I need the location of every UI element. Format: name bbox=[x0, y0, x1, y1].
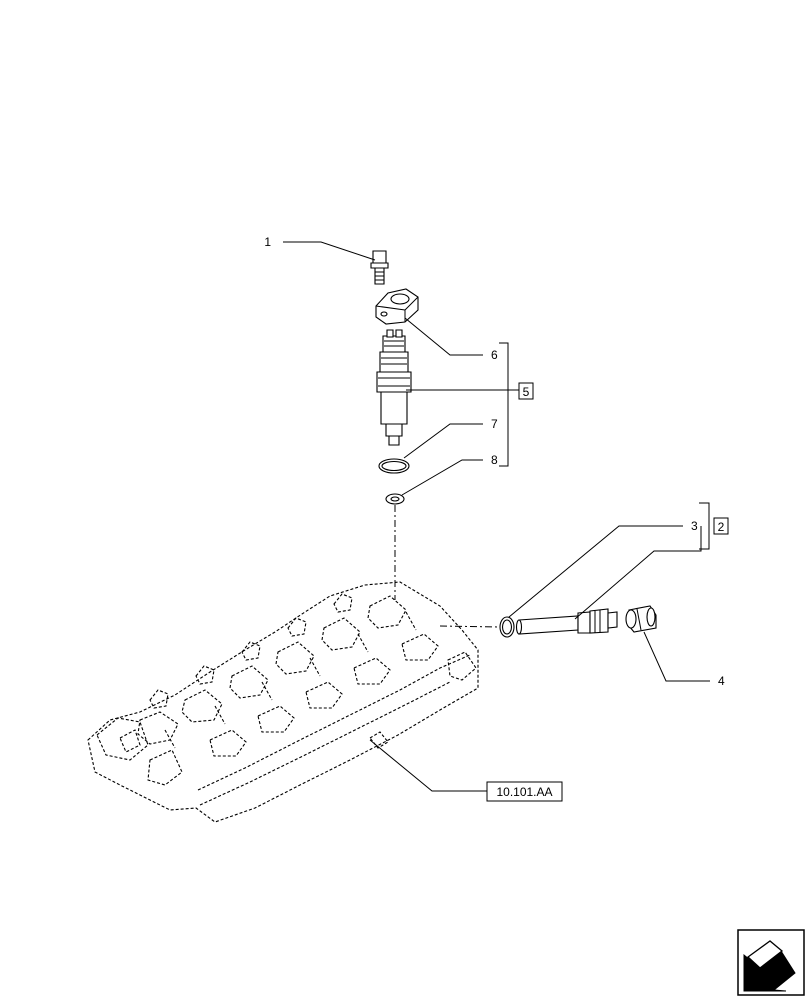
part-o-ring-7 bbox=[378, 458, 410, 474]
callout-2: 2 bbox=[718, 520, 725, 534]
part-connector-tube bbox=[515, 608, 618, 635]
callout-4: 4 bbox=[718, 674, 725, 688]
callout-5: 5 bbox=[523, 385, 530, 399]
callout-3: 3 bbox=[691, 519, 698, 533]
reference-box[interactable]: 10.101.AA bbox=[486, 781, 563, 802]
callout-8: 8 bbox=[491, 453, 498, 467]
reference-label: 10.101.AA bbox=[496, 785, 552, 799]
cylinder-head bbox=[87, 581, 479, 823]
callout-7: 7 bbox=[491, 417, 498, 431]
part-sleeve bbox=[625, 605, 657, 633]
next-page-arrow-icon[interactable] bbox=[737, 929, 805, 996]
part-clamp bbox=[375, 288, 419, 325]
part-washer-8 bbox=[385, 493, 405, 505]
connector-centerline bbox=[439, 625, 501, 628]
leader-lines bbox=[283, 241, 710, 792]
callout-5-box: 5 bbox=[518, 382, 534, 400]
callout-1: 1 bbox=[264, 235, 271, 249]
callout-2-box: 2 bbox=[713, 517, 729, 535]
part-bolt bbox=[370, 250, 389, 285]
part-injector bbox=[376, 329, 412, 446]
callout-6: 6 bbox=[491, 348, 498, 362]
part-o-ring-3 bbox=[499, 616, 515, 638]
